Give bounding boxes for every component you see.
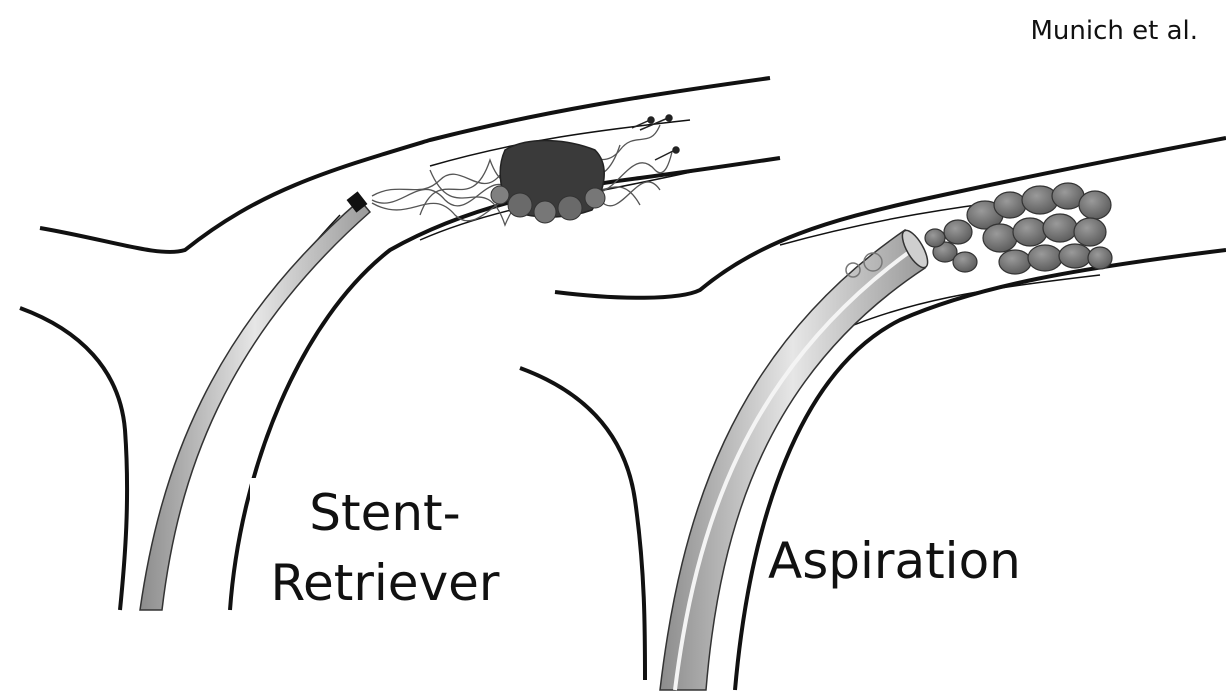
aspiration-panel: [520, 138, 1226, 690]
vessel-wall-branch: [520, 368, 645, 680]
stent-retriever-label: Stent- Retriever: [250, 478, 520, 618]
credit-label: Munich et al.: [1030, 16, 1198, 46]
stent-retriever-label-line1: Stent-: [250, 478, 520, 548]
aspiration-label: Aspiration: [768, 532, 1021, 590]
stent-retriever-label-line2: Retriever: [250, 548, 520, 618]
clot: [925, 183, 1112, 274]
vessel-wall-branch: [20, 308, 127, 610]
aspiration-catheter: [660, 230, 925, 690]
vessel-wall-upper: [40, 78, 770, 252]
